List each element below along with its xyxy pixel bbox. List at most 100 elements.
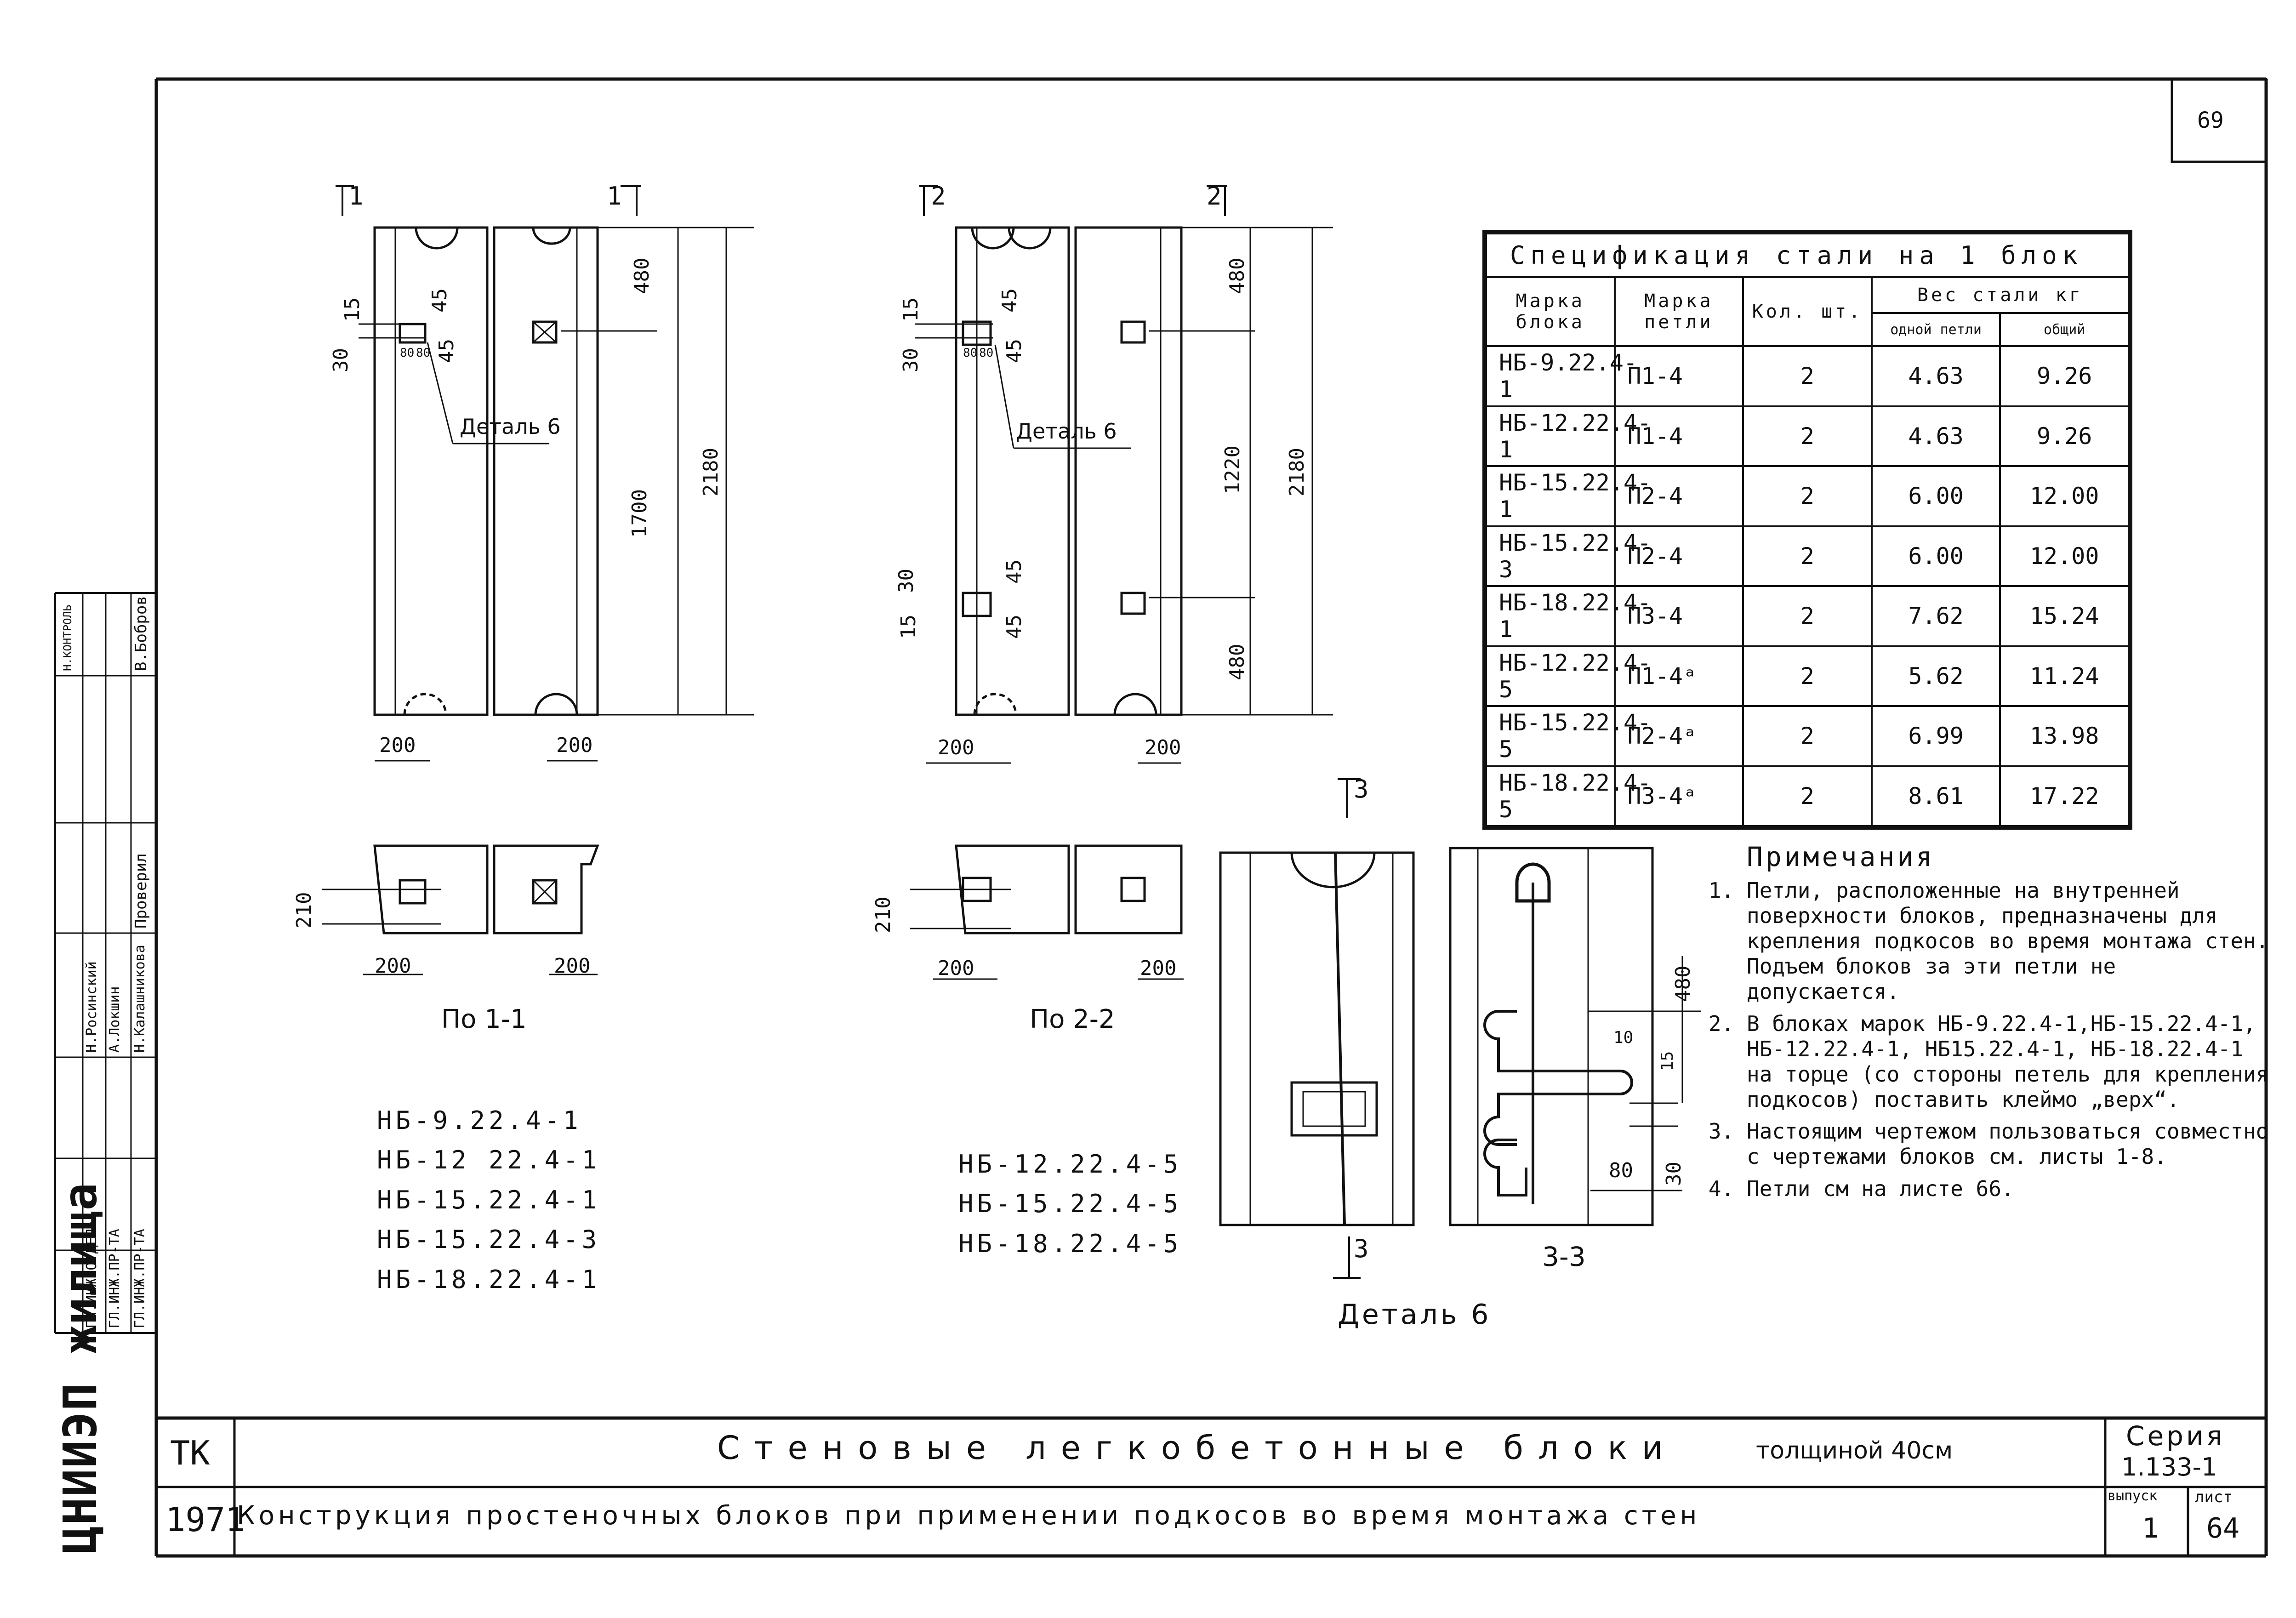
- dim2-200b: 200: [1145, 736, 1181, 759]
- notes-block: Примечания Петли, расположенные на внутр…: [1719, 841, 2271, 1208]
- cell-block: НБ-18.22.4-5: [1485, 765, 1651, 827]
- table-row: НБ-15.22.4-1 П2-4 2 6.00 12.00: [1485, 465, 2130, 527]
- issue-value: 1: [2142, 1512, 2159, 1544]
- drawing1-elevation: [336, 185, 754, 762]
- cell-qty: 2: [1742, 585, 1873, 647]
- plan2-dim-200b: 200: [1140, 957, 1177, 980]
- d6-dim-80: 80: [1609, 1159, 1633, 1182]
- hdr-weight: Вес стали кг: [1870, 276, 2130, 314]
- table-row: НБ-15.22.4-5 П2-4ᵃ 2 6.99 13.98: [1485, 705, 2130, 767]
- detail6-elevation: [1219, 778, 1415, 1279]
- mark-item: НБ-15.22.4-3: [377, 1225, 601, 1254]
- hdr-qty: Кол. шт.: [1742, 276, 1873, 347]
- section-mark-1b: 1: [607, 182, 622, 211]
- dim2-45d: 45: [1003, 615, 1026, 639]
- dim-45a: 45: [428, 288, 451, 313]
- plan-dim-200a: 200: [375, 954, 411, 978]
- mark-item: НБ-12.22.4-5: [958, 1150, 1182, 1179]
- checked-label: Проверил: [132, 853, 150, 929]
- table-row: НБ-18.22.4-1 П3-4 2 7.62 15.24: [1485, 585, 2130, 647]
- cell-block: НБ-12.22.4-5: [1485, 645, 1651, 707]
- table-row: НБ-18.22.4-5 П3-4ᵃ 2 8.61 17.22: [1485, 765, 2130, 827]
- stamp-role: ГЛ.ИНЖ.ОТДЕЛА: [84, 1220, 100, 1328]
- d6-dim-30: 30: [1662, 1162, 1686, 1186]
- note-item: Настоящим чертежом пользоваться совместн…: [1747, 1119, 2271, 1169]
- detail6-section: [1449, 847, 1701, 1226]
- series-value: 1.133-1: [2121, 1453, 2217, 1481]
- cell-loop: П2-4ᵃ: [1613, 705, 1744, 767]
- cell-loop: П1-4: [1613, 405, 1744, 467]
- cell-one: 6.00: [1870, 525, 2001, 587]
- sheet-value: 64: [2206, 1512, 2240, 1544]
- cell-total: 13.98: [1999, 705, 2130, 767]
- drawing1-plan: [322, 844, 599, 975]
- table-row: НБ-9.22.4-1 П1-4 2 4.63 9.26: [1485, 345, 2130, 407]
- plan-dim-210: 210: [292, 892, 316, 929]
- cell-one: 4.63: [1870, 405, 2001, 467]
- stamp-name: Н.Росинский: [84, 961, 100, 1053]
- cell-total: 12.00: [1999, 525, 2130, 587]
- cell-one: 7.62: [1870, 585, 2001, 647]
- cell-total: 12.00: [1999, 465, 2130, 527]
- sheet-title: Стеновые легкобетонные блоки: [717, 1429, 1678, 1467]
- dim2-2180: 2180: [1285, 448, 1309, 496]
- notes-heading: Примечания: [1747, 841, 1935, 872]
- mark-item: НБ-12 22.4-1: [377, 1145, 601, 1175]
- cell-block: НБ-15.22.4-5: [1485, 705, 1651, 767]
- cell-block: НБ-12.22.4-1: [1485, 405, 1651, 467]
- section-mark-3a: 3: [1354, 775, 1369, 803]
- dim2-80b: 80: [979, 346, 994, 360]
- cell-qty: 2: [1742, 645, 1873, 707]
- cell-one: 8.61: [1870, 765, 2001, 827]
- dim-200a: 200: [379, 734, 416, 757]
- mark-item: НБ-15.22.4-1: [377, 1185, 601, 1214]
- dim-80a: 80: [400, 346, 415, 360]
- cell-qty: 2: [1742, 345, 1873, 407]
- cell-total: 11.24: [1999, 645, 2130, 707]
- sheet-number-top: 69: [2197, 108, 2224, 133]
- d6-dim-15: 15: [1658, 1051, 1677, 1071]
- cell-qty: 2: [1742, 525, 1873, 587]
- cell-loop: П2-4: [1613, 525, 1744, 587]
- dim2-200a: 200: [938, 736, 974, 759]
- cell-loop: П1-4: [1613, 345, 1744, 407]
- mark-item: НБ-15.22.4-5: [958, 1189, 1182, 1219]
- table-row: НБ-12.22.4-1 П1-4 2 4.63 9.26: [1485, 405, 2130, 467]
- sheet-label: лист: [2195, 1488, 2233, 1506]
- series-label: Серия: [2126, 1420, 2225, 1452]
- cell-total: 15.24: [1999, 585, 2130, 647]
- cell-loop: П2-4: [1613, 465, 1744, 527]
- plan-caption-2: По 2-2: [1030, 1004, 1115, 1034]
- cell-qty: 2: [1742, 405, 1873, 467]
- plan2-dim-210: 210: [872, 896, 895, 933]
- dim-480: 480: [630, 257, 654, 294]
- sheet-subtitle: Конструкция простеночных блоков при прим…: [237, 1501, 1701, 1531]
- hdr-weight-one: одной петли: [1870, 312, 2001, 347]
- dim-45b: 45: [435, 339, 458, 363]
- dim2-15b: 15: [897, 615, 920, 639]
- cell-block: НБ-15.22.4-1: [1485, 465, 1651, 527]
- cell-block: НБ-18.22.4-1: [1485, 585, 1651, 647]
- section-mark-3b: 3: [1354, 1234, 1369, 1263]
- dim-2180: 2180: [699, 448, 723, 496]
- cell-loop: П3-4: [1613, 585, 1744, 647]
- note-item: В блоках марок НБ-9.22.4-1,НБ-15.22.4-1,…: [1747, 1011, 2271, 1113]
- cell-block: НБ-15.22.4-3: [1485, 525, 1651, 587]
- dim2-45b: 45: [1003, 339, 1026, 363]
- cell-total: 9.26: [1999, 405, 2130, 467]
- dim2-30b: 30: [894, 569, 918, 593]
- steel-spec-table: Спецификация стали на 1 блок Марка блока…: [1482, 230, 2132, 830]
- d6-dim-10: 10: [1613, 1028, 1634, 1047]
- spec-caption: Спецификация стали на 1 блок: [1485, 233, 2130, 278]
- section-mark-2b: 2: [1207, 182, 1222, 211]
- dim2-480b: 480: [1225, 644, 1249, 680]
- dim2-80a: 80: [963, 346, 978, 360]
- mark-item: НБ-18.22.4-5: [958, 1229, 1182, 1258]
- d6-dim-480: 480: [1671, 965, 1695, 1002]
- drawing2-plan: [910, 844, 1184, 980]
- dim2-1220: 1220: [1221, 445, 1244, 494]
- dim2-480a: 480: [1225, 257, 1249, 294]
- stamp-name: А.Локшин: [107, 986, 123, 1053]
- section-mark-1a: 1: [348, 182, 364, 211]
